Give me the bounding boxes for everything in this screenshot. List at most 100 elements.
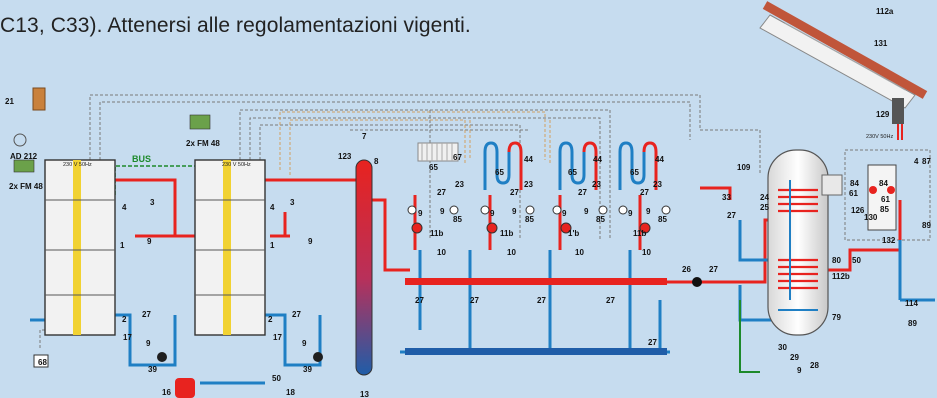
svg-text:9: 9 bbox=[418, 209, 423, 218]
floor-circuits bbox=[483, 141, 646, 190]
svg-text:230V 50Hz: 230V 50Hz bbox=[866, 134, 893, 140]
svg-text:85: 85 bbox=[596, 215, 605, 224]
chimney-wall bbox=[32, 87, 46, 111]
svg-text:23: 23 bbox=[455, 180, 464, 189]
gauges bbox=[407, 205, 671, 215]
svg-text:2: 2 bbox=[268, 315, 273, 324]
svg-text:29: 29 bbox=[790, 353, 799, 362]
svg-text:85: 85 bbox=[658, 215, 667, 224]
svg-text:27: 27 bbox=[470, 296, 479, 305]
hot-pipes bbox=[108, 178, 902, 284]
svg-text:132: 132 bbox=[882, 236, 896, 245]
dhw-tank bbox=[767, 149, 829, 336]
svg-text:4: 4 bbox=[270, 203, 275, 212]
svg-text:9: 9 bbox=[302, 339, 307, 348]
svg-text:44: 44 bbox=[524, 155, 533, 164]
svg-text:9: 9 bbox=[308, 237, 313, 246]
svg-text:87: 87 bbox=[922, 157, 931, 166]
svg-text:112b: 112b bbox=[832, 272, 850, 281]
svg-text:230 V 50Hz: 230 V 50Hz bbox=[63, 162, 92, 168]
svg-text:61: 61 bbox=[881, 195, 890, 204]
svg-text:23: 23 bbox=[524, 180, 533, 189]
svg-text:61: 61 bbox=[849, 189, 858, 198]
svg-text:27: 27 bbox=[415, 296, 424, 305]
svg-text:9: 9 bbox=[628, 209, 633, 218]
svg-text:4: 4 bbox=[122, 203, 127, 212]
svg-text:33: 33 bbox=[722, 193, 731, 202]
svg-text:129: 129 bbox=[876, 110, 890, 119]
svg-text:27: 27 bbox=[510, 188, 519, 197]
solar-control-station bbox=[821, 164, 897, 231]
svg-text:23: 23 bbox=[592, 180, 601, 189]
svg-text:85: 85 bbox=[525, 215, 534, 224]
svg-text:131: 131 bbox=[874, 39, 888, 48]
svg-text:11b: 11b bbox=[500, 229, 513, 238]
svg-text:65: 65 bbox=[429, 163, 438, 172]
svg-text:10: 10 bbox=[642, 248, 651, 257]
svg-text:50: 50 bbox=[852, 256, 861, 265]
hydraulic-separator bbox=[355, 159, 373, 376]
svg-text:65: 65 bbox=[568, 168, 577, 177]
svg-text:39: 39 bbox=[148, 365, 157, 374]
svg-text:9: 9 bbox=[562, 209, 567, 218]
svg-text:44: 44 bbox=[593, 155, 602, 164]
caption-text: C13, C33). Attenersi alle regolamentazio… bbox=[0, 14, 471, 37]
svg-text:27: 27 bbox=[727, 211, 736, 220]
svg-text:9: 9 bbox=[584, 207, 589, 216]
svg-text:24: 24 bbox=[760, 193, 769, 202]
bus-label: BUS bbox=[132, 154, 151, 164]
controller-modules bbox=[13, 114, 211, 173]
boiler-left bbox=[44, 159, 116, 336]
svg-text:AD 212: AD 212 bbox=[10, 152, 38, 161]
svg-text:9: 9 bbox=[490, 209, 495, 218]
svg-text:85: 85 bbox=[453, 215, 462, 224]
svg-text:2x FM 48: 2x FM 48 bbox=[9, 182, 43, 191]
svg-text:85: 85 bbox=[880, 205, 889, 214]
svg-text:1: 1 bbox=[270, 241, 275, 250]
svg-text:44: 44 bbox=[655, 155, 664, 164]
svg-text:2x FM 48: 2x FM 48 bbox=[186, 139, 220, 148]
cold-collector bbox=[405, 348, 667, 355]
svg-text:9: 9 bbox=[440, 207, 445, 216]
svg-text:84: 84 bbox=[879, 179, 888, 188]
svg-text:1: 1 bbox=[120, 241, 125, 250]
svg-text:7: 7 bbox=[362, 132, 367, 141]
svg-text:109: 109 bbox=[737, 163, 751, 172]
svg-text:26: 26 bbox=[682, 265, 691, 274]
svg-text:17: 17 bbox=[123, 333, 132, 342]
svg-text:9: 9 bbox=[512, 207, 517, 216]
svg-text:9: 9 bbox=[646, 207, 651, 216]
svg-text:89: 89 bbox=[922, 221, 931, 230]
svg-text:10: 10 bbox=[507, 248, 516, 257]
svg-text:11b: 11b bbox=[430, 229, 443, 238]
solar-collector bbox=[759, 1, 928, 140]
svg-text:27: 27 bbox=[606, 296, 615, 305]
svg-text:114: 114 bbox=[905, 299, 918, 308]
svg-text:230 V 50Hz: 230 V 50Hz bbox=[222, 162, 251, 168]
svg-text:4: 4 bbox=[914, 157, 919, 166]
svg-text:27: 27 bbox=[142, 310, 151, 319]
svg-text:27: 27 bbox=[709, 265, 718, 274]
svg-text:10: 10 bbox=[575, 248, 584, 257]
svg-text:30: 30 bbox=[778, 343, 787, 352]
svg-text:13: 13 bbox=[360, 390, 369, 398]
svg-text:84: 84 bbox=[850, 179, 859, 188]
svg-text:27: 27 bbox=[640, 188, 649, 197]
svg-text:17: 17 bbox=[273, 333, 282, 342]
svg-text:112a: 112a bbox=[876, 7, 894, 16]
svg-text:10: 10 bbox=[437, 248, 446, 257]
svg-text:65: 65 bbox=[630, 168, 639, 177]
solar-return-line bbox=[739, 300, 760, 373]
svg-text:27: 27 bbox=[648, 338, 657, 347]
svg-text:2: 2 bbox=[122, 315, 127, 324]
svg-text:27: 27 bbox=[578, 188, 587, 197]
svg-text:50: 50 bbox=[272, 374, 281, 383]
svg-text:89: 89 bbox=[908, 319, 917, 328]
svg-text:21: 21 bbox=[5, 97, 14, 106]
svg-text:27: 27 bbox=[292, 310, 301, 319]
radiator bbox=[417, 142, 459, 162]
svg-text:3: 3 bbox=[290, 198, 295, 207]
svg-text:67: 67 bbox=[453, 153, 462, 162]
svg-text:123: 123 bbox=[338, 152, 352, 161]
